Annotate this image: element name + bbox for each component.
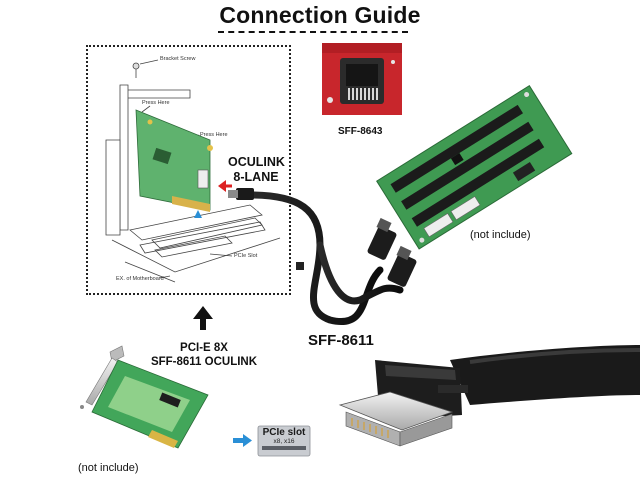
sff8643-connector-bottom — [387, 245, 417, 287]
title-underline — [218, 31, 408, 33]
press-here-top-label: Press Here — [142, 100, 170, 106]
sff8611-label: SFF-8611 — [308, 332, 374, 349]
pcie-8x-label: PCI-E 8X SFF-8611 OCULINK — [150, 342, 258, 368]
installation-diagram-frame — [86, 45, 291, 295]
pcie-slot-badge-sublabel: x8, x16 — [273, 438, 295, 445]
cable-tie — [296, 262, 304, 270]
page-title: Connection Guide — [219, 2, 421, 28]
oculink-label: OCULINK 8-LANE — [228, 155, 285, 184]
oculink-connector-left — [228, 188, 254, 200]
sff8643-port-photo — [322, 43, 402, 115]
press-here-side-label: Press Here — [200, 132, 228, 138]
sff8643-connector-top — [367, 217, 397, 260]
pcie-expansion-board — [376, 85, 573, 250]
bracket-screw-label: Bracket Screw — [160, 56, 196, 62]
up-arrow-icon — [193, 306, 213, 330]
sff8643-label: SFF-8643 — [338, 126, 383, 137]
oculink-adapter-card-sketch — [135, 109, 232, 218]
sff8611-connector-photo — [338, 345, 640, 447]
pcie-slot-badge-shape — [257, 425, 311, 457]
pcie-riser-card-photo — [80, 345, 209, 449]
pcie-slot-badge-label: PCIe slot — [262, 427, 306, 438]
motherboard-sketch — [105, 59, 281, 283]
motherboard-label: EX. of Motherboard — [116, 276, 164, 282]
not-include-bottom-label: (not include) — [78, 462, 139, 474]
right-arrow-icon — [233, 434, 252, 447]
pcie-slot-small-label: PCIe Slot — [234, 253, 258, 259]
sff8611-cable — [246, 191, 404, 326]
not-include-right-label: (not include) — [470, 229, 531, 241]
